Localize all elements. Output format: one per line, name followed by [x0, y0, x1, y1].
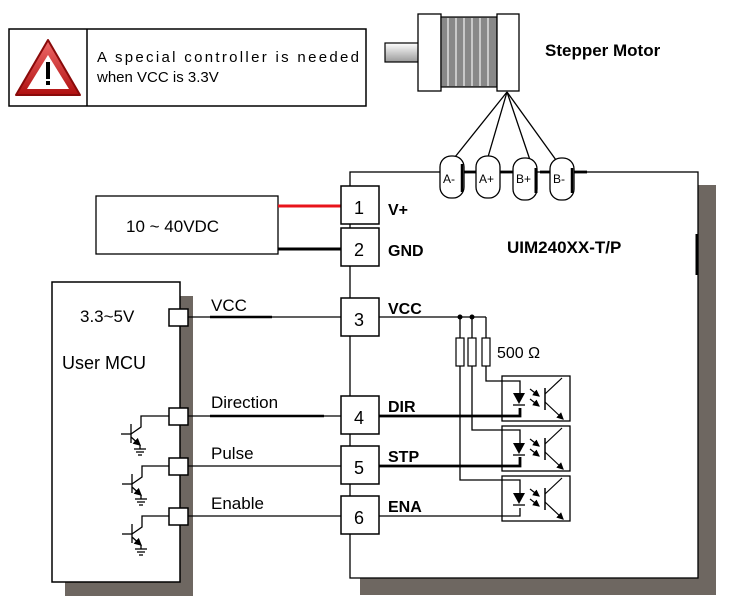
transistor-icon	[122, 465, 169, 506]
motor-connectors: A- A+ B+ B-	[439, 155, 587, 201]
svg-text:5: 5	[354, 458, 364, 478]
svg-text:STP: STP	[388, 449, 419, 466]
svg-text:B+: B+	[516, 172, 531, 186]
svg-text:1: 1	[354, 198, 364, 218]
svg-text:GND: GND	[388, 243, 424, 260]
motor-title: Stepper Motor	[545, 41, 661, 60]
svg-text:4: 4	[354, 408, 364, 428]
signal-wires	[188, 315, 341, 517]
svg-text:2: 2	[354, 240, 364, 260]
terminal-3: 3 VCC	[340, 297, 422, 337]
transistor-icon	[122, 515, 169, 556]
power-supply-box	[95, 195, 279, 255]
svg-text:B-: B-	[553, 172, 565, 186]
connector-b-plus: B+	[512, 157, 538, 201]
signal-label-direction: Direction	[211, 393, 278, 412]
connector-a-plus: A+	[475, 155, 501, 199]
power-supply-label: 10 ~ 40VDC	[126, 217, 219, 236]
optocoupler-icon	[501, 425, 571, 472]
resistor-label: 500 Ω	[497, 345, 540, 362]
connector-a-minus: A-	[439, 155, 465, 199]
transistor-icon	[121, 415, 169, 456]
svg-text:6: 6	[354, 508, 364, 528]
svg-text:A-: A-	[443, 172, 455, 186]
svg-text:VCC: VCC	[388, 301, 422, 318]
terminal-2: 2 GND	[340, 227, 424, 267]
svg-text:V+: V+	[388, 202, 408, 219]
stepper-motor-icon	[384, 13, 520, 92]
svg-text:A+: A+	[479, 172, 494, 186]
warning-triangle-icon	[15, 39, 81, 96]
driver-box	[349, 171, 699, 579]
mcu-title: User MCU	[62, 353, 146, 373]
terminal-block: 1 V+ 2 GND 3 VCC 4 DIR 5 STP 6 ENA	[340, 185, 424, 535]
optocoupler-icon	[501, 475, 571, 522]
svg-text:ENA: ENA	[388, 499, 422, 516]
resistor-icon	[455, 337, 491, 367]
input-circuit: 500 Ω	[379, 314, 571, 522]
warning-text-line2: when VCC is 3.3V	[96, 69, 219, 86]
terminal-6: 6 ENA	[340, 495, 422, 535]
svg-text:DIR: DIR	[388, 399, 416, 416]
warning-note: A special controller is needed when VCC …	[8, 28, 367, 107]
terminal-1: 1 V+	[340, 185, 408, 225]
connector-b-minus: B-	[549, 157, 575, 201]
svg-text:3: 3	[354, 310, 364, 330]
optocoupler-icon	[501, 375, 571, 422]
mcu-supply-label: 3.3~5V	[80, 307, 135, 326]
driver-model: UIM240XX-T/P	[507, 238, 621, 257]
mcu-box	[51, 281, 181, 583]
signal-label-vcc: VCC	[211, 296, 247, 315]
signal-label-pulse: Pulse	[211, 444, 254, 463]
terminal-5: 5 STP	[340, 445, 419, 485]
terminal-4: 4 DIR	[340, 395, 416, 435]
signal-label-enable: Enable	[211, 494, 264, 513]
motor-leads	[454, 91, 557, 161]
